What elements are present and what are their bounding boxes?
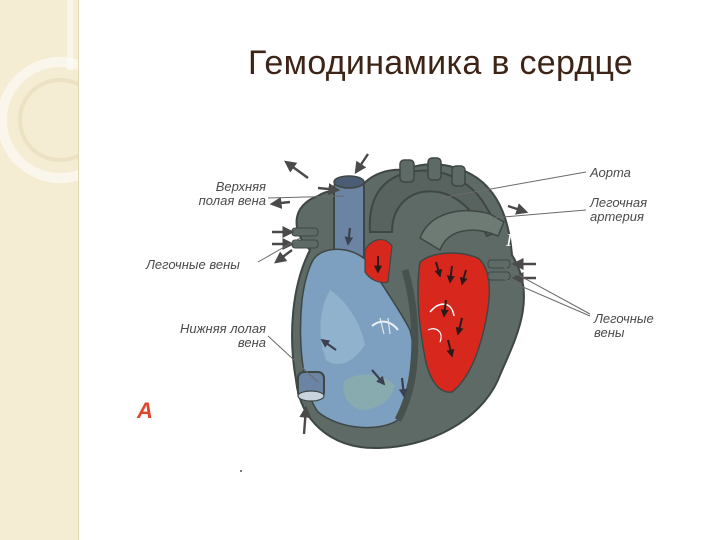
tricuspid-valve	[371, 320, 399, 331]
aortic-branch-1	[399, 159, 415, 183]
pulmonary-trunk	[419, 209, 505, 252]
label-upper-vena-cava-line2: полая вена	[198, 193, 266, 208]
label-leader-lines	[257, 171, 591, 383]
label-pulmonary-veins-right-line1: Легочные	[594, 311, 654, 326]
left-pulmonary-vein-upper	[291, 227, 319, 237]
circulation-label-two: II	[506, 230, 518, 250]
aortic-branch-2	[427, 157, 442, 181]
label-pulmonary-veins-right-line2: вены	[594, 325, 625, 340]
slide-title: Гемодинамика в сердце	[248, 44, 634, 82]
right-pulmonary-vein-upper	[487, 259, 511, 269]
left-ventricle	[417, 252, 491, 393]
label-upper-vena-cava-line1: Верхняя	[215, 179, 266, 194]
label-lower-vena-cava-line1: Нижняя лолая	[180, 321, 266, 336]
sidebar-ornament	[0, 0, 78, 183]
aortic-branch-3	[451, 165, 466, 187]
flow-arrows-right-heart	[320, 227, 408, 398]
figure-letter: А	[137, 398, 153, 423]
label-pulmonary-veins-left: Легочные вены	[146, 257, 240, 272]
stray-dot	[240, 470, 242, 472]
circulation-label-one: I	[314, 158, 320, 178]
septum	[394, 268, 419, 422]
label-pulmonary-artery-line1: Легочная	[590, 195, 648, 210]
right-pulmonary-vein-lower	[487, 271, 511, 281]
flow-arrows-left-heart	[374, 256, 468, 358]
decorative-sidebar	[0, 0, 79, 540]
label-pulmonary-artery-line2: артерия	[590, 209, 644, 224]
left-pulmonary-vein-lower	[291, 239, 319, 249]
label-aorta: Аорта	[590, 165, 631, 180]
label-lower-vena-cava-line2: вена	[237, 335, 266, 350]
